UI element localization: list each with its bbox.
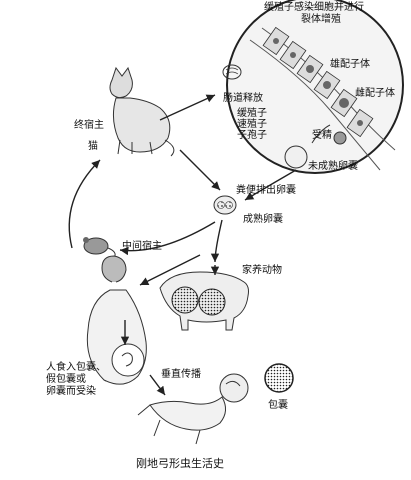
label-definitive-host: 终宿主 <box>74 120 104 131</box>
tissue-cyst-illustration <box>264 363 294 393</box>
label-mature-oocyst: 成熟卵囊 <box>243 214 283 225</box>
label-sporozoite: 子孢子 <box>237 130 267 141</box>
woman-illustration <box>86 255 147 385</box>
label-female-gamete: 雌配子体 <box>355 88 395 99</box>
label-male-gamete: 雄配子体 <box>330 59 370 70</box>
label-bradyzoite: 缓殖子 <box>237 108 267 119</box>
label-cyst: 包囊 <box>268 400 288 411</box>
immature-oocyst-illustration <box>284 145 308 169</box>
baby-illustration <box>137 373 249 445</box>
label-intermediate-host: 中间宿主 <box>122 241 162 252</box>
intestinal-epithelium-illustration <box>222 0 404 174</box>
label-human-infection-3: 卵囊而受染 <box>46 386 96 397</box>
label-intestinal-release: 肠道释放 <box>223 93 263 104</box>
mouse-illustration <box>83 237 116 259</box>
label-immature-oocyst: 未成熟卵囊 <box>308 161 358 172</box>
oocyst-illustration <box>213 195 237 215</box>
life-cycle-arrows <box>68 94 297 396</box>
label-human-infection-1: 人食入包囊、 <box>46 362 106 373</box>
label-livestock: 家养动物 <box>242 265 282 276</box>
diagram-caption: 刚地弓形虫生活史 <box>136 457 224 470</box>
label-feces-oocyst: 粪便排出卵囊 <box>236 185 296 196</box>
label-tachyzoite: 速殖子 <box>237 119 267 130</box>
label-vertical-transmission: 垂直传播 <box>161 369 201 380</box>
label-human-infection-2: 假包囊或 <box>46 374 86 385</box>
pig-illustration <box>159 271 249 331</box>
cat-illustration <box>109 66 175 157</box>
label-schizogony: 裂体增殖 <box>301 14 341 25</box>
label-bradyzoite-infect: 缓殖子感染细胞并进行 <box>264 2 364 13</box>
label-fertilization: 受精 <box>312 130 332 141</box>
label-cat: 猫 <box>88 141 98 152</box>
